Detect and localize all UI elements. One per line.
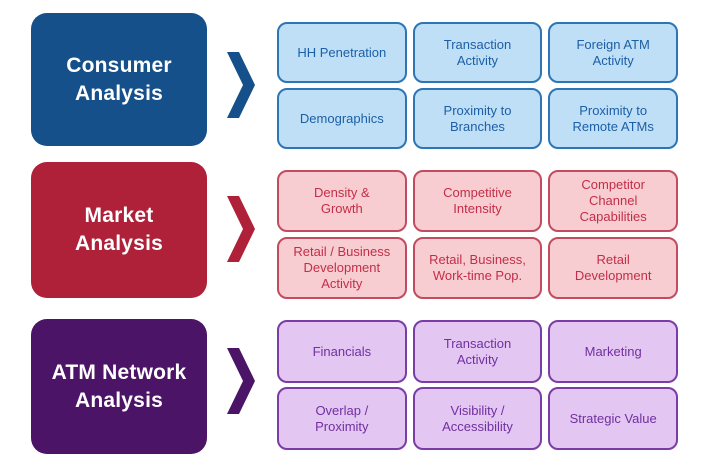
factor-box-retail-business-development: Retail / Business Development Activity: [277, 237, 407, 299]
consumer-factors-grid: HH Penetration Transaction Activity Fore…: [277, 22, 678, 149]
chevron-right-icon: [227, 348, 255, 414]
factor-box-marketing: Marketing: [548, 320, 678, 383]
market-factors-grid: Density & Growth Competitive Intensity C…: [277, 170, 678, 300]
section-title: Consumer Analysis: [66, 53, 172, 105]
atm-network-analysis-title-box: ATM Network Analysis: [31, 319, 207, 454]
factor-box-retail-business-worktime-pop: Retail, Business, Work-time Pop.: [412, 237, 543, 299]
factor-box-transaction-activity: Transaction Activity: [412, 22, 543, 83]
factor-box-competitor-channel-capabilities: Competitor Channel Capabilities: [548, 170, 678, 232]
consumer-analysis-title-box: Consumer Analysis: [31, 13, 207, 146]
factor-box-financials: Financials: [277, 320, 407, 383]
section-title: ATM Network Analysis: [51, 360, 187, 412]
factor-box-retail-development: Retail Development: [548, 237, 678, 299]
factor-box-hh-penetration: HH Penetration: [277, 22, 407, 83]
factor-box-transaction-activity: Transaction Activity: [412, 320, 543, 383]
factor-box-overlap-proximity: Overlap / Proximity: [277, 387, 407, 450]
factor-box-proximity-remote-atms: Proximity to Remote ATMs: [548, 88, 678, 149]
market-analysis-title-box: Market Analysis: [31, 162, 207, 298]
factor-box-demographics: Demographics: [277, 88, 407, 149]
chevron-right-icon: [227, 52, 255, 118]
factor-box-competitive-intensity: Competitive Intensity: [412, 170, 543, 232]
atm-network-factors-grid: Financials Transaction Activity Marketin…: [277, 320, 678, 450]
factor-box-density-growth: Density & Growth: [277, 170, 407, 232]
factor-box-proximity-branches: Proximity to Branches: [412, 88, 543, 149]
factor-box-foreign-atm-activity: Foreign ATM Activity: [548, 22, 678, 83]
chevron-right-icon: [227, 196, 255, 262]
factor-box-strategic-value: Strategic Value: [548, 387, 678, 450]
section-title: Market Analysis: [75, 204, 163, 255]
factor-box-visibility-accessibility: Visibility / Accessibility: [412, 387, 543, 450]
